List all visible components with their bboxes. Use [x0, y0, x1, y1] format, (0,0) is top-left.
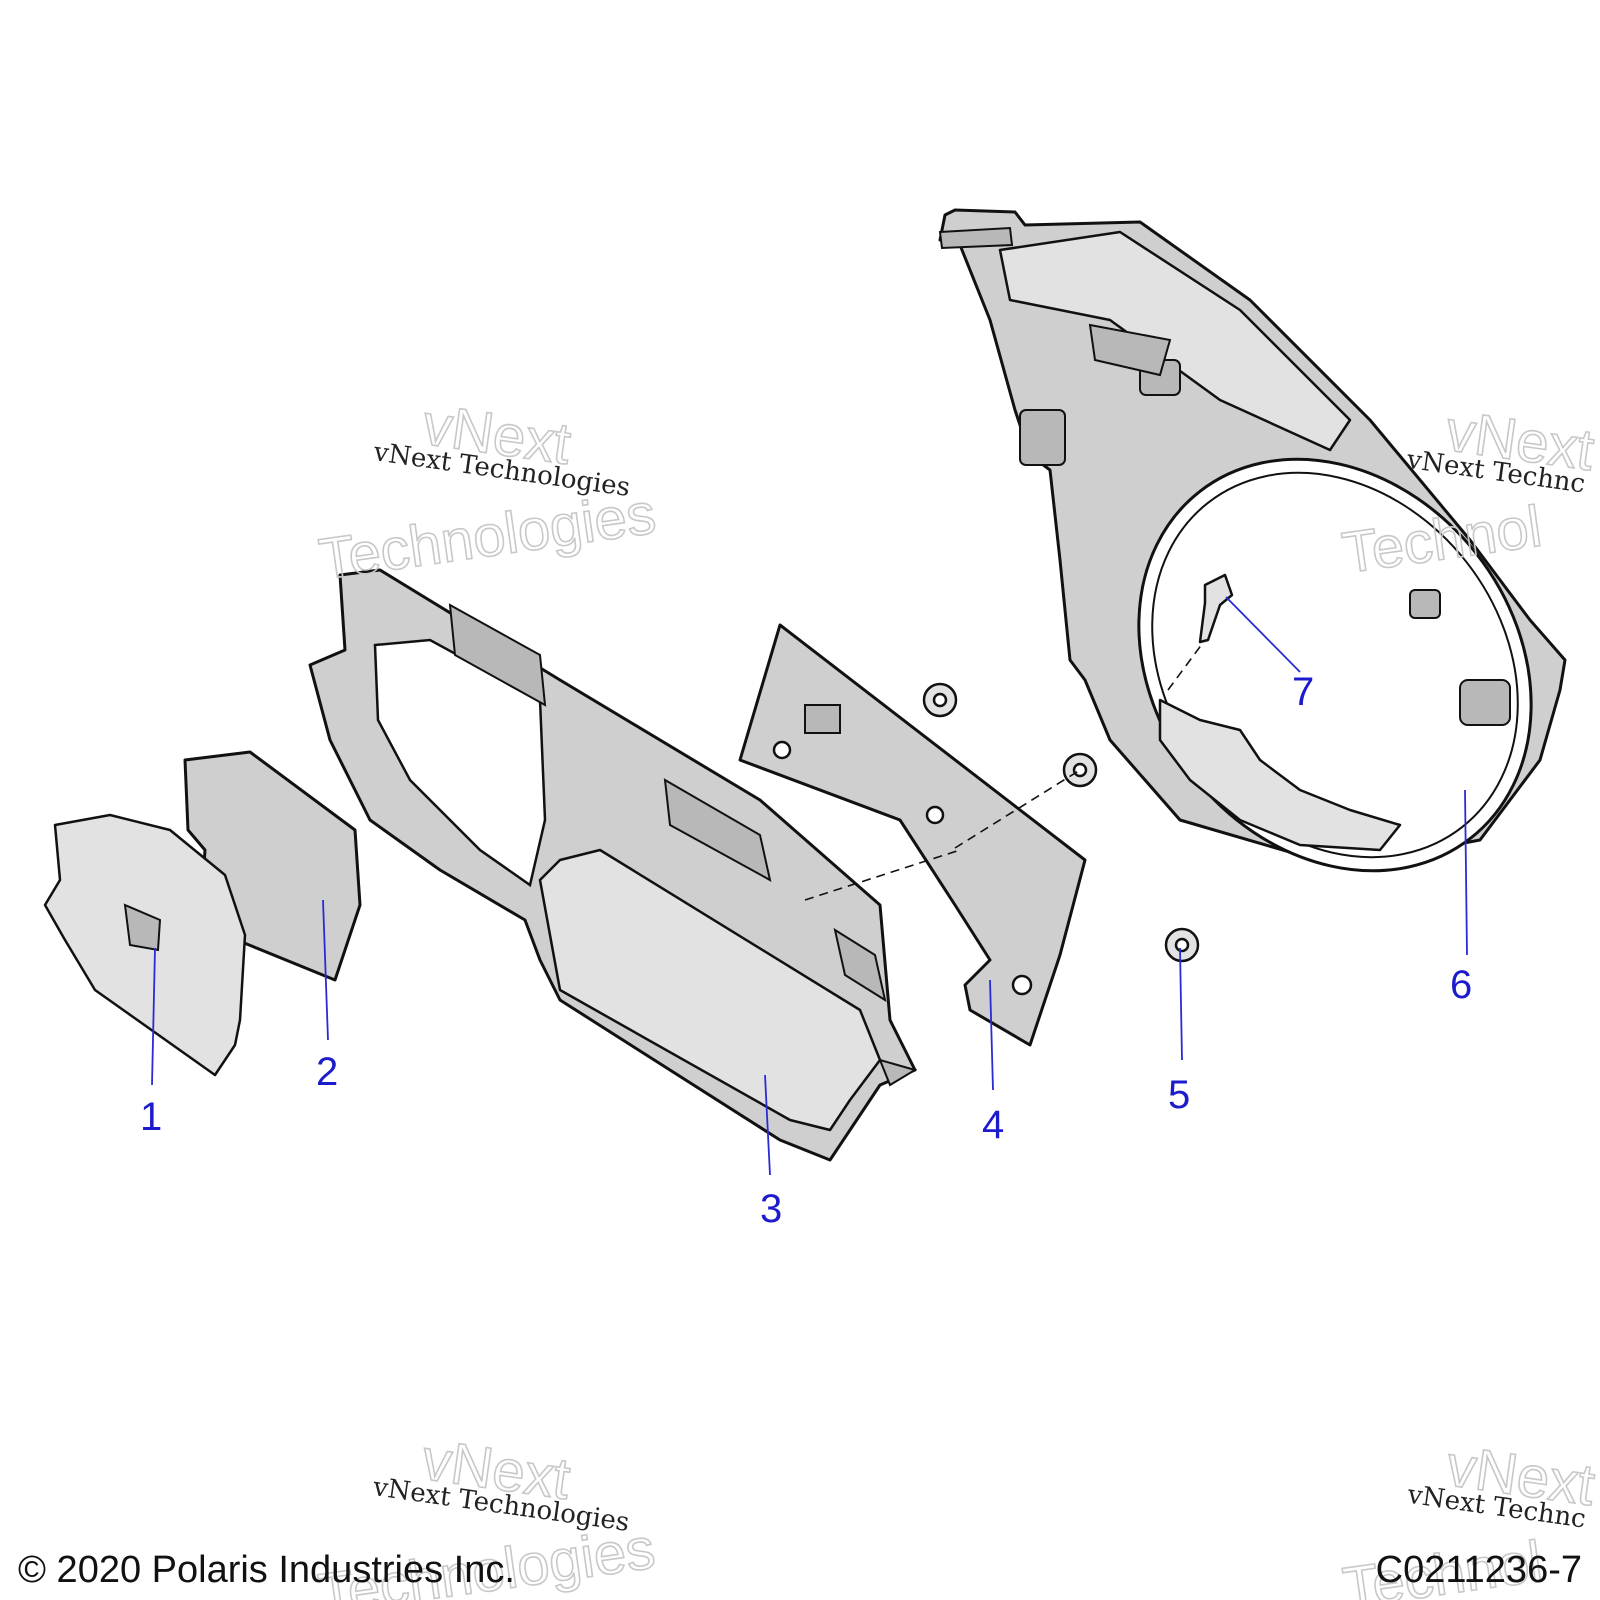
- callout-2: 2: [316, 1050, 338, 1094]
- callout-3: 3: [760, 1187, 782, 1231]
- callout-7: 7: [1292, 670, 1314, 714]
- callout-6: 6: [1450, 963, 1472, 1007]
- callout-1: 1: [140, 1095, 162, 1139]
- assembly-lines: [804, 639, 1206, 901]
- part-3-bezel: [308, 568, 918, 1162]
- callouts: 1 2 3 4 5 6 7: [140, 670, 1472, 1231]
- part-4-plate: [738, 623, 1087, 1047]
- drawing-code: C0211236-7: [1376, 1549, 1582, 1591]
- callout-4: 4: [982, 1103, 1004, 1147]
- part-7-rivet: [1198, 573, 1234, 644]
- copyright-text: © 2020 Polaris Industries Inc.: [18, 1549, 515, 1591]
- part-1-cover: [43, 813, 247, 1077]
- part-6-housing: [938, 208, 1567, 873]
- leader-lines: [151, 596, 1468, 1176]
- part-5-speed-nuts: [922, 682, 1200, 963]
- callout-5: 5: [1168, 1073, 1190, 1117]
